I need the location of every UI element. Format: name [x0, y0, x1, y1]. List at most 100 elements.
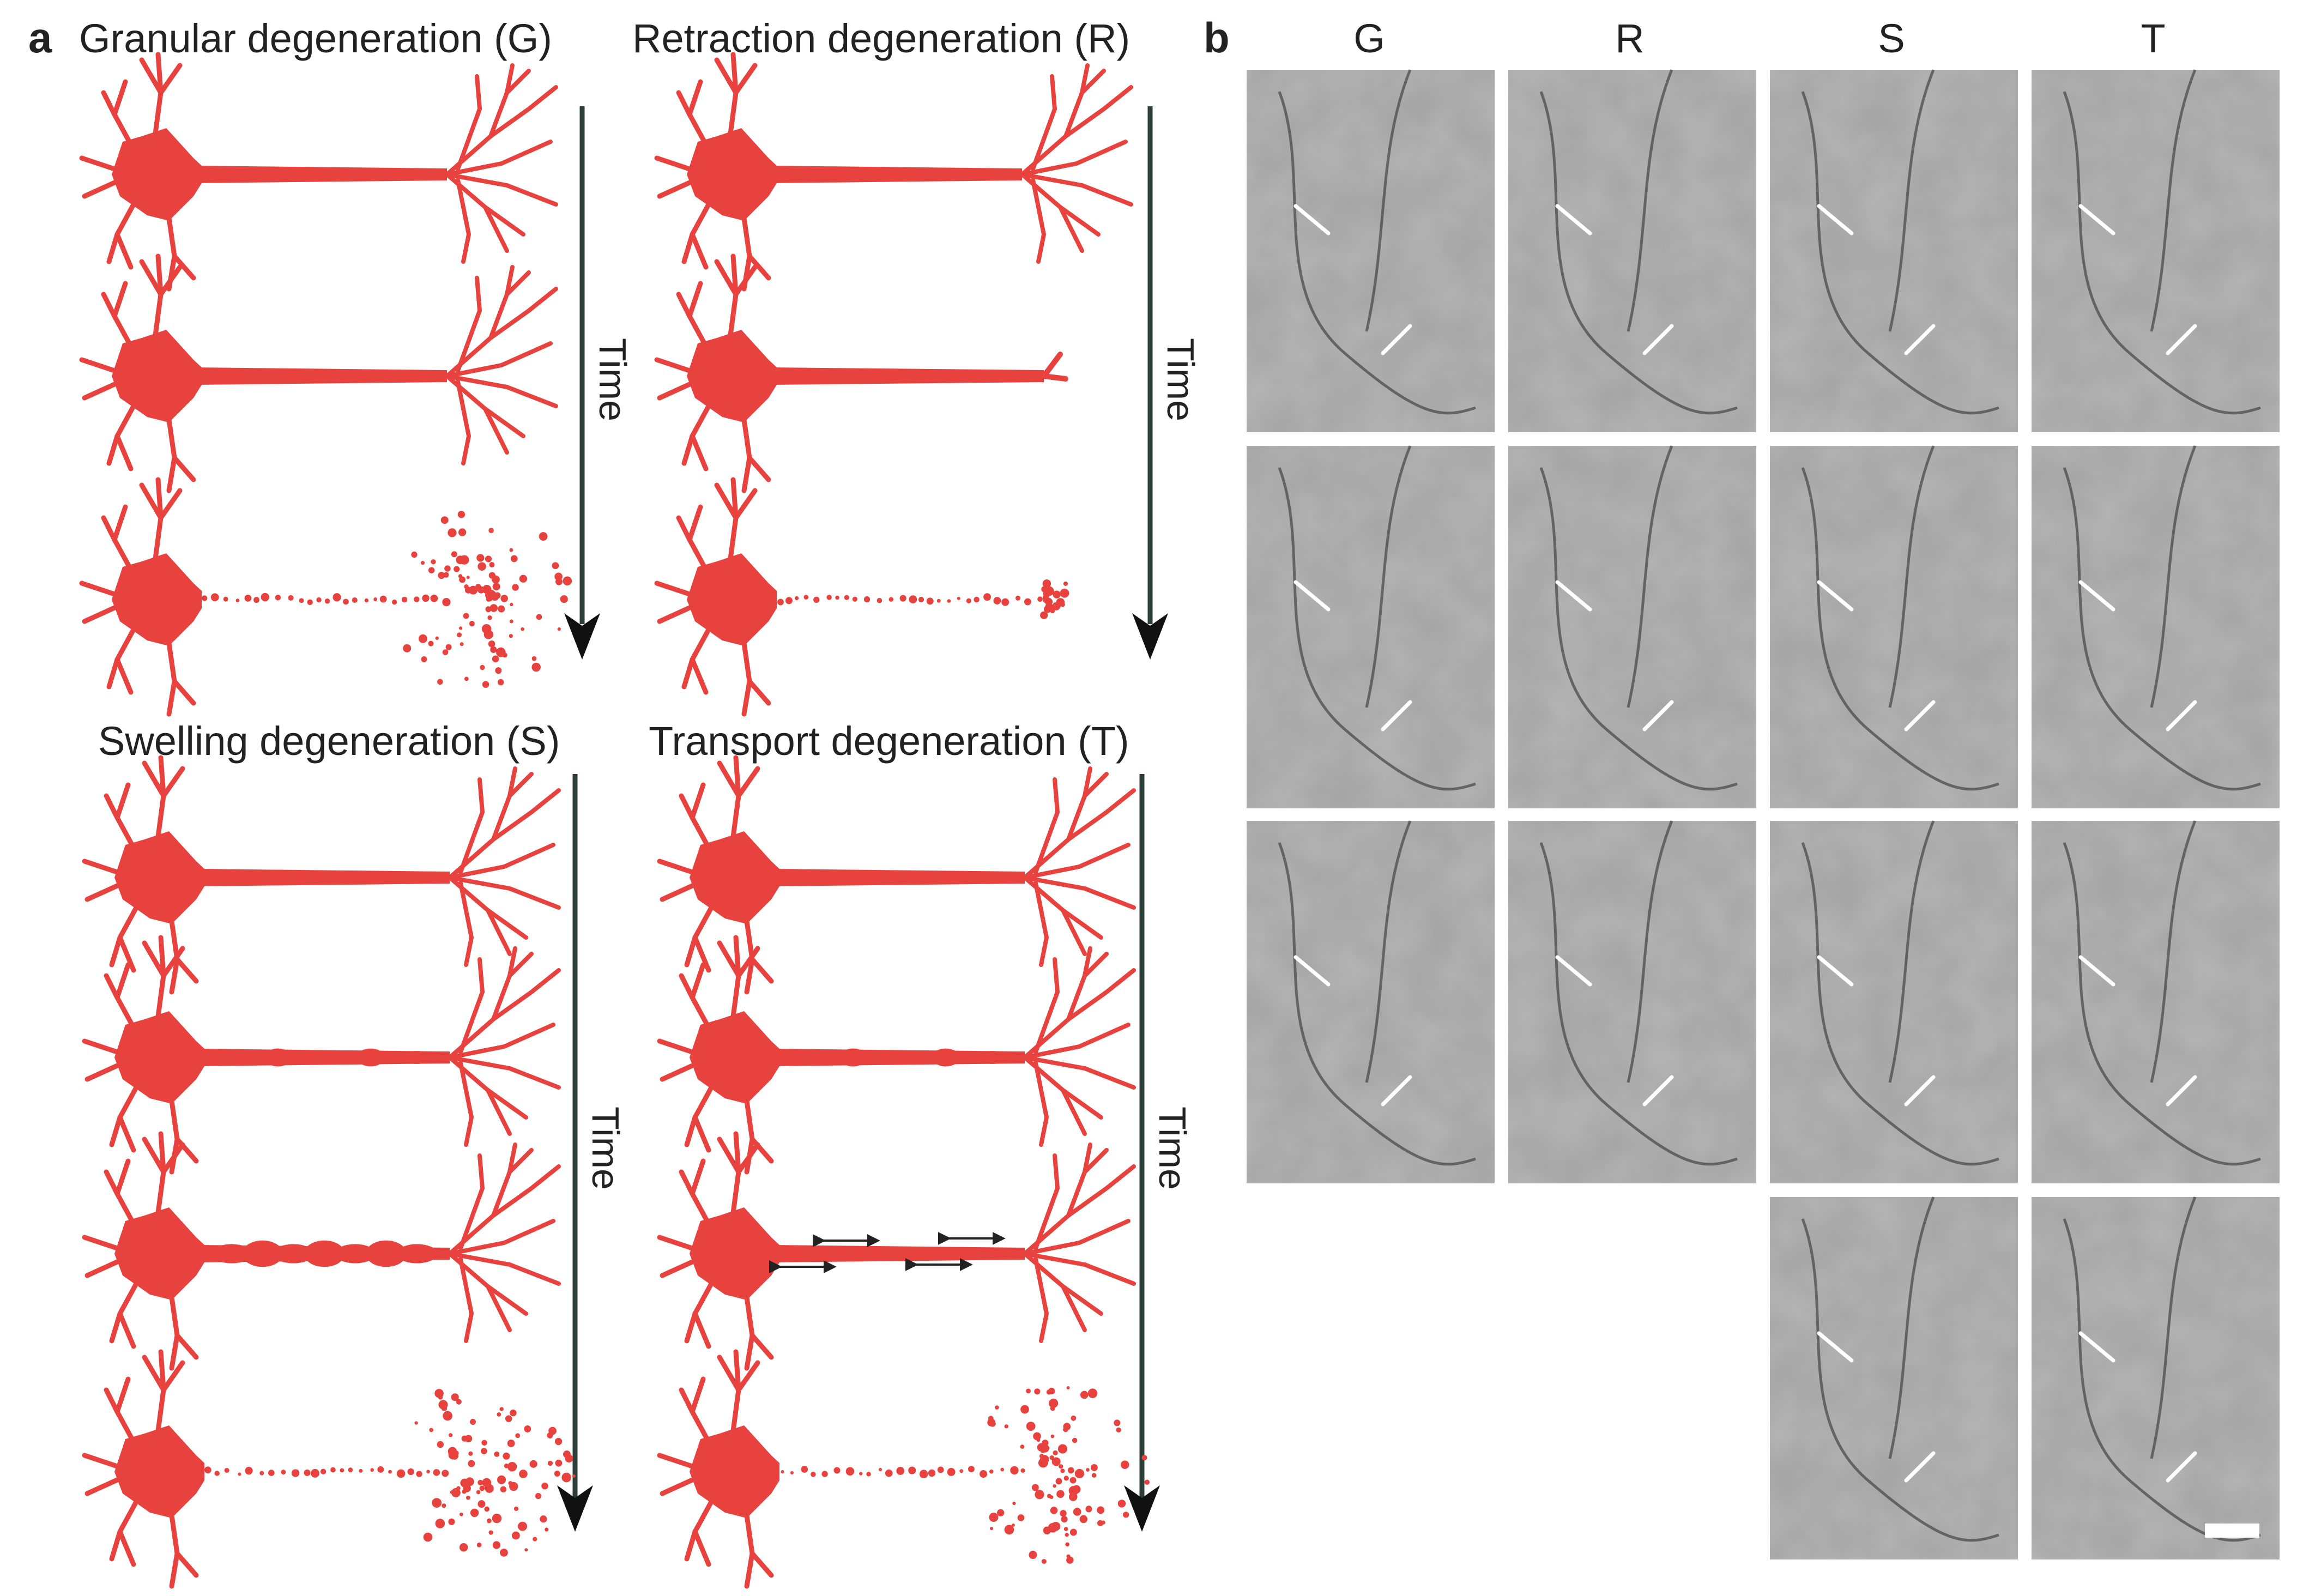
neuron-g-3	[79, 477, 572, 717]
pointer-arrow	[2166, 700, 2197, 732]
terminal-fragment	[457, 511, 466, 518]
terminal-fragment	[488, 1530, 493, 1535]
axon-fragment	[422, 594, 430, 602]
neurite-trace	[1278, 842, 1476, 1166]
terminal-fragment	[485, 590, 495, 600]
axon-swelling	[793, 1051, 821, 1064]
terminal-fragment	[510, 555, 518, 563]
axon	[199, 869, 450, 886]
axon-terminal	[486, 908, 528, 940]
axon	[771, 367, 1044, 385]
dendrite	[687, 281, 703, 319]
dendrite	[139, 259, 164, 297]
axon-fragment	[348, 1467, 353, 1473]
neuron-t-3	[657, 1131, 1136, 1371]
axon-terminal	[448, 1142, 517, 1256]
terminal-fragment	[1043, 597, 1048, 602]
terminal-fragment	[1042, 579, 1051, 588]
terminal-fragment	[1061, 1516, 1068, 1523]
pointer-arrow	[1293, 580, 1331, 612]
axon-fragment	[896, 1467, 905, 1475]
dendrite	[736, 946, 760, 978]
axon-terminal	[456, 379, 471, 466]
axon-fragment	[968, 1466, 975, 1473]
terminal-fragment	[1120, 1460, 1129, 1469]
dendrite	[174, 1333, 199, 1360]
terminal-fragment	[1051, 1521, 1061, 1531]
terminal-fragment	[483, 630, 493, 639]
axon-terminal	[448, 766, 517, 880]
axon-terminal	[445, 172, 558, 207]
terminal-fragment	[1080, 1391, 1089, 1399]
terminal-fragment	[1055, 1478, 1062, 1485]
axon-swelling	[932, 1048, 960, 1067]
dendrite	[106, 202, 136, 264]
pointer-arrow	[1555, 955, 1592, 987]
neurite-trace	[1365, 820, 1412, 1083]
terminal-fragment	[539, 532, 548, 541]
terminal-fragment	[466, 1495, 470, 1500]
terminal-fragment	[470, 1419, 476, 1425]
axon-terminal	[458, 957, 485, 1054]
axon-fragment	[223, 596, 228, 602]
time-arrow-t	[1124, 774, 1160, 1532]
terminal-fragment	[470, 1508, 479, 1518]
terminal-fragment	[540, 1515, 547, 1523]
terminal-fragment	[503, 1452, 510, 1460]
terminal-fragment	[463, 613, 469, 619]
terminal-fragment	[1085, 1506, 1092, 1513]
axon-stump	[1041, 373, 1068, 382]
terminal-fragment	[541, 1482, 548, 1490]
dendrite	[690, 232, 709, 270]
pointer-arrow	[1642, 700, 1674, 732]
axon-fragment	[937, 1466, 944, 1473]
dendrite	[109, 1499, 139, 1562]
dendrite	[657, 605, 692, 624]
dendrite	[744, 1295, 755, 1371]
dendrite	[747, 455, 771, 482]
dendrite	[741, 417, 752, 493]
axon-fragment	[879, 1467, 882, 1472]
axon	[196, 367, 447, 385]
terminal-fragment	[1050, 1507, 1058, 1514]
axon-terminal	[1033, 881, 1049, 967]
terminal-fragment	[465, 1477, 474, 1486]
axon-fragment	[989, 1469, 994, 1474]
axon-fragment	[801, 1466, 808, 1473]
terminal-fragment	[989, 1513, 999, 1522]
dendrite	[82, 859, 120, 875]
axon-terminal	[448, 875, 561, 910]
terminal-fragment	[536, 614, 542, 620]
dendrite	[744, 1513, 755, 1589]
micrograph-s-3	[1770, 820, 2018, 1183]
terminal-fragment	[1063, 1476, 1069, 1481]
dendrite	[117, 1529, 136, 1567]
dendrite	[158, 63, 183, 95]
terminal-fragment	[1029, 1551, 1037, 1559]
terminal-fragment	[420, 561, 425, 565]
dendrite	[736, 1360, 760, 1393]
dendrite	[172, 455, 196, 482]
axon-fragment	[304, 1469, 311, 1476]
pointer-arrow	[1642, 324, 1674, 355]
axon-fragment	[926, 597, 934, 605]
terminal-fragment	[1060, 588, 1069, 598]
dendrite	[166, 417, 177, 493]
terminal-fragment	[494, 592, 501, 599]
dendrite	[717, 1136, 741, 1175]
soma	[687, 128, 777, 221]
neurite-trace	[1888, 820, 1935, 1083]
axon-fragment	[928, 1469, 936, 1477]
axon-fragment	[370, 1468, 374, 1472]
dendrite	[79, 581, 117, 597]
axon-fragment	[330, 1467, 336, 1473]
dendrite	[687, 79, 703, 117]
scale-bar	[2205, 1524, 2259, 1538]
neuron-s-4	[82, 1349, 576, 1589]
axon-terminal	[1083, 772, 1109, 798]
axon-terminal	[448, 946, 517, 1060]
axon-fragment	[852, 596, 857, 602]
axon-fragment	[785, 597, 793, 604]
terminal-fragment	[515, 1433, 521, 1438]
axon-terminal	[1023, 1023, 1131, 1060]
